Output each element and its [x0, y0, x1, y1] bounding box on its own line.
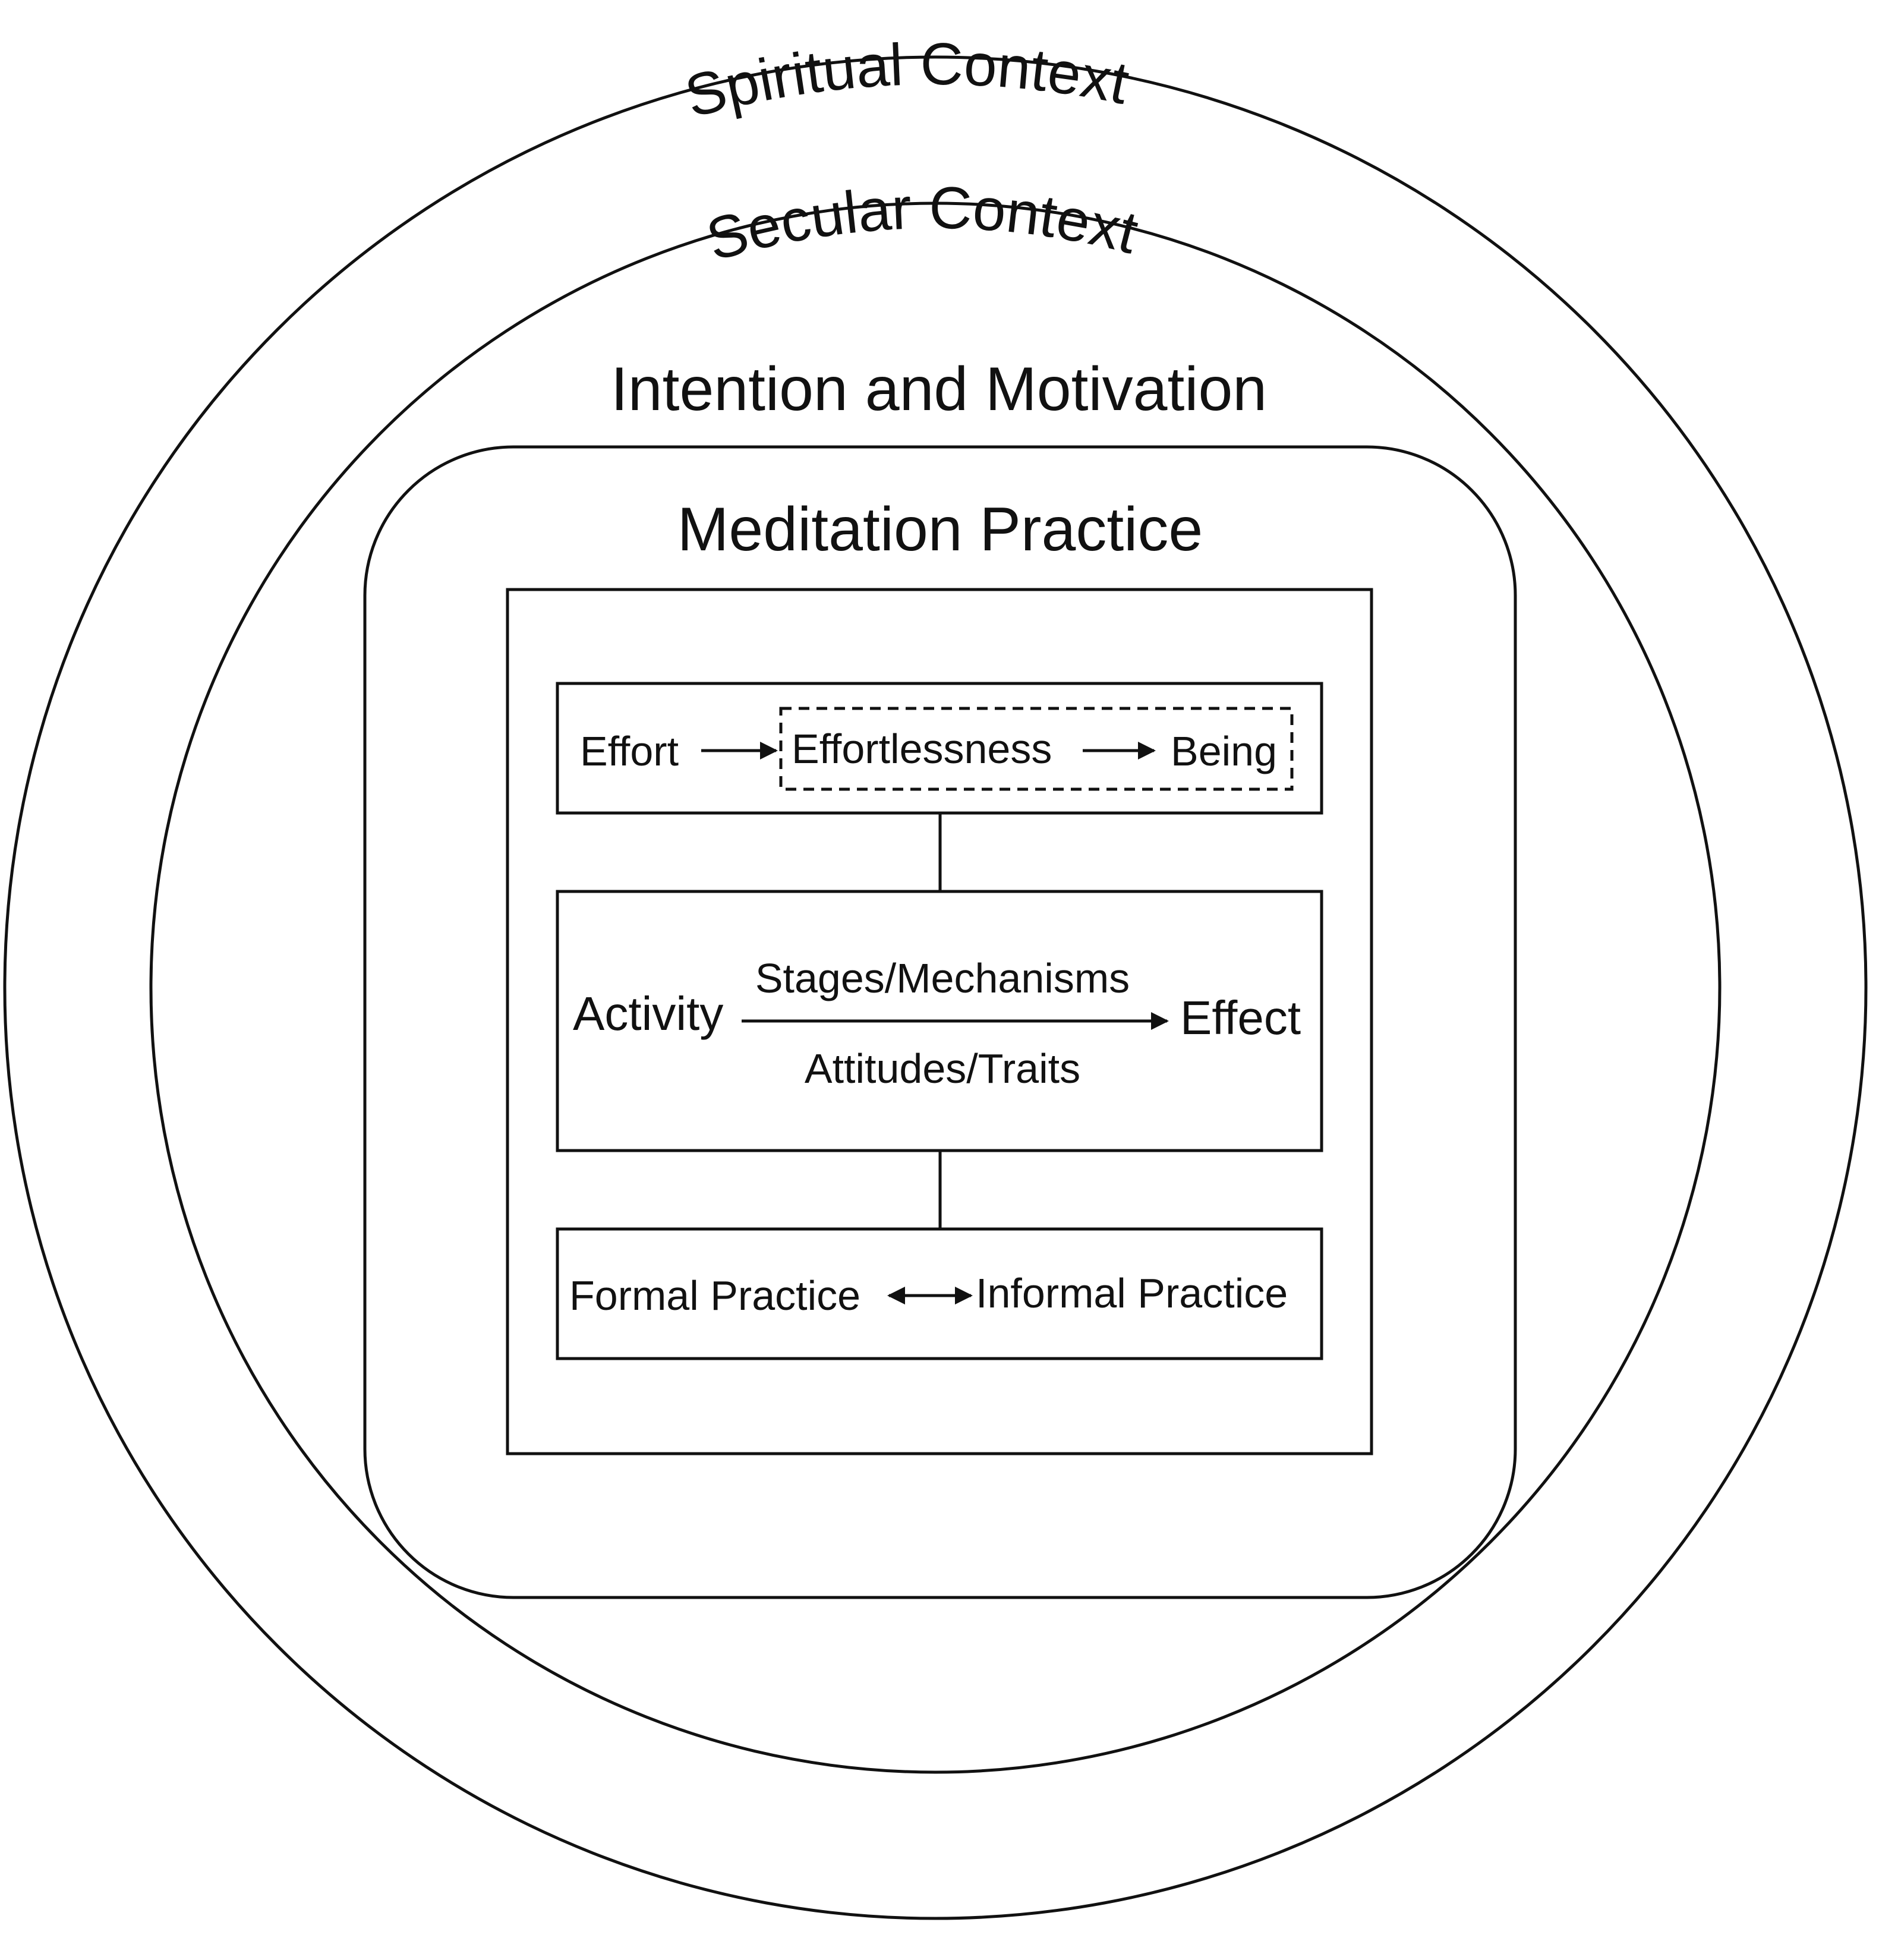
- effect-label: Effect: [1180, 991, 1301, 1044]
- informal-practice-label: Informal Practice: [976, 1270, 1288, 1316]
- practice-inner-box: [506, 588, 1373, 1455]
- being-label: Being: [1171, 728, 1277, 774]
- secular-context-label: Secular Context: [699, 175, 1145, 274]
- spiritual-context-ring: [3, 55, 1868, 1920]
- activity-label: Activity: [573, 987, 723, 1040]
- effort-label: Effort: [580, 728, 679, 774]
- attitudes-traits-label: Attitudes/Traits: [805, 1045, 1080, 1092]
- formal-practice-label: Formal Practice: [569, 1272, 860, 1319]
- stages-mechanisms-label: Stages/Mechanisms: [755, 955, 1130, 1001]
- practice-row-box: [556, 1227, 1323, 1360]
- meditation-practice-label: Meditation Practice: [677, 495, 1203, 564]
- spiritual-context-label: Spiritual Context: [679, 31, 1134, 130]
- effortlessness-label: Effortlessness: [792, 726, 1052, 772]
- meditation-practice-container: [363, 445, 1517, 1599]
- intention-motivation-label: Intention and Motivation: [611, 355, 1267, 424]
- secular-context-ring: [149, 201, 1722, 1774]
- effortlessness-being-dashed-box: [779, 707, 1294, 791]
